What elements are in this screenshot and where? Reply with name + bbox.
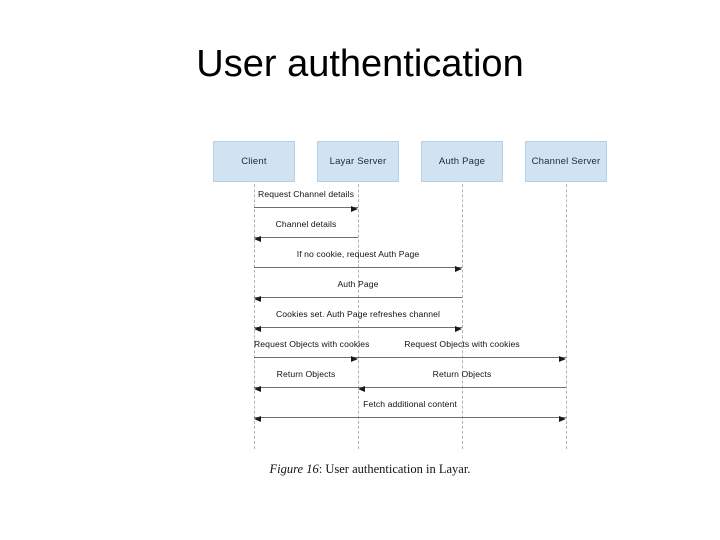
message-line xyxy=(254,237,358,238)
participant-label-layar: Layar Server xyxy=(329,156,387,167)
message-line xyxy=(254,417,566,418)
message-label: If no cookie, request Auth Page xyxy=(296,249,420,259)
message-line xyxy=(254,327,462,328)
arrowhead-left-icon xyxy=(254,235,261,242)
arrowhead-right-icon xyxy=(559,415,566,422)
message-6[interactable]: Request Objects with cookies xyxy=(358,332,566,362)
message-8[interactable]: Return Objects xyxy=(358,362,566,392)
lifeline-auth xyxy=(462,159,463,449)
arrowhead-right-icon xyxy=(559,355,566,362)
figure-caption-text: User authentication in Layar. xyxy=(325,462,471,476)
arrowhead-right-icon xyxy=(455,325,462,332)
message-label: Return Objects xyxy=(276,369,336,379)
message-line xyxy=(254,267,462,268)
figure-caption-separator: : xyxy=(318,462,326,476)
participant-box-client[interactable]: Client xyxy=(213,141,295,182)
arrowhead-right-icon xyxy=(351,205,358,212)
arrowhead-left-icon xyxy=(254,325,261,332)
lifeline-channel xyxy=(566,159,567,449)
participant-label-auth: Auth Page xyxy=(438,156,486,167)
participant-label-client: Client xyxy=(241,156,267,167)
arrowhead-left-icon xyxy=(254,295,261,302)
figure-caption: Figure 16: User authentication in Layar. xyxy=(150,462,590,477)
figure-number: Figure 16 xyxy=(269,462,319,476)
participant-box-auth[interactable]: Auth Page xyxy=(421,141,503,182)
message-label: Request Objects with cookies xyxy=(254,339,370,349)
arrowhead-left-icon xyxy=(254,415,261,422)
participant-label-channel: Channel Server xyxy=(531,156,601,167)
message-label: Request Objects with cookies xyxy=(404,339,520,349)
message-label: Request Channel details xyxy=(258,189,354,199)
arrowhead-left-icon xyxy=(358,385,365,392)
arrowhead-right-icon xyxy=(455,265,462,272)
message-line xyxy=(254,297,462,298)
message-label: Return Objects xyxy=(432,369,492,379)
message-label: Fetch additional content xyxy=(363,399,457,409)
lifeline-layar xyxy=(358,159,359,449)
message-label: Cookies set. Auth Page refreshes channel xyxy=(275,309,441,319)
message-7[interactable]: Return Objects xyxy=(254,362,358,392)
message-line xyxy=(254,387,358,388)
message-line xyxy=(358,357,566,358)
message-4[interactable]: Cookies set. Auth Page refreshes channel xyxy=(254,302,462,332)
message-3[interactable]: Auth Page xyxy=(254,272,462,302)
message-line xyxy=(254,207,358,208)
message-0[interactable]: Request Channel details xyxy=(254,182,358,212)
arrowhead-left-icon xyxy=(254,385,261,392)
message-5[interactable]: Request Objects with cookies xyxy=(254,332,370,362)
message-label: Channel details xyxy=(275,219,337,229)
arrowhead-right-icon xyxy=(351,355,358,362)
participant-box-layar[interactable]: Layar Server xyxy=(317,141,399,182)
message-label: Auth Page xyxy=(337,279,379,289)
message-2[interactable]: If no cookie, request Auth Page xyxy=(254,242,462,272)
lifeline-client xyxy=(254,159,255,449)
message-line xyxy=(358,387,566,388)
participant-box-channel[interactable]: Channel Server xyxy=(525,141,607,182)
message-9[interactable]: Fetch additional content xyxy=(254,392,566,422)
message-line xyxy=(254,357,358,358)
message-1[interactable]: Channel details xyxy=(254,212,358,242)
page-title: User authentication xyxy=(196,43,524,85)
